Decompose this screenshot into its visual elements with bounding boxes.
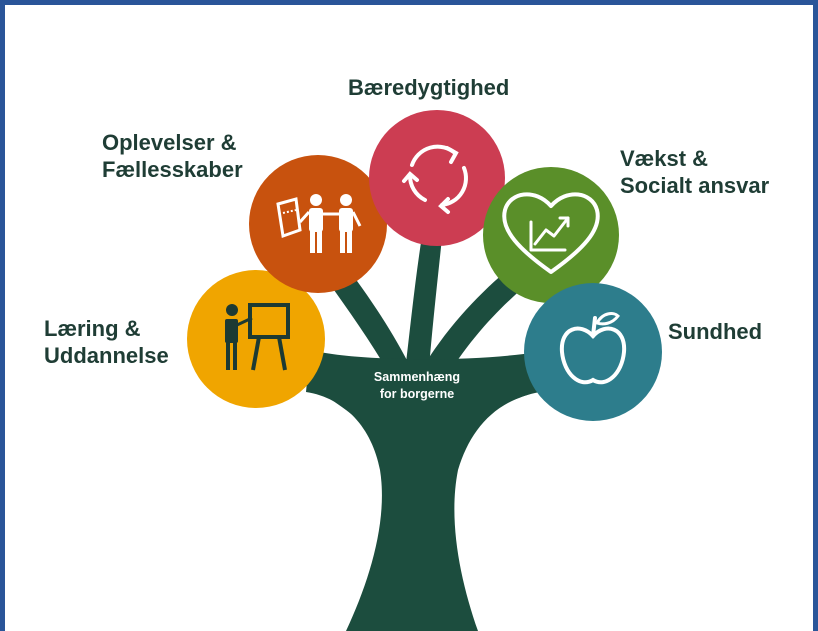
label-growth: Vækst & Socialt ansvar: [620, 146, 770, 198]
trunk-caption: Sammenhæng for borgerne: [373, 370, 461, 401]
label-experiences: Oplevelser & Fællesskaber: [102, 130, 243, 182]
label-health: Sundhed: [668, 319, 763, 344]
people-ticket-icon: [276, 194, 362, 253]
teacher-board-icon: [225, 303, 290, 371]
label-learning: Læring & Uddannelse: [44, 316, 169, 368]
circle-sustainability-bg: [369, 110, 505, 246]
circle-health: [524, 283, 662, 421]
heart-growth-icon: [502, 192, 600, 274]
circle-learning: [187, 270, 325, 408]
label-sustainability: Bæredygtighed: [348, 75, 510, 100]
circle-sustainability: [369, 110, 505, 246]
circle-experiences: [249, 155, 387, 293]
apple-icon: [559, 312, 627, 385]
circle-health-bg: [524, 283, 662, 421]
circle-growth: [483, 167, 619, 303]
recycle-arrows-icon: [402, 144, 468, 214]
